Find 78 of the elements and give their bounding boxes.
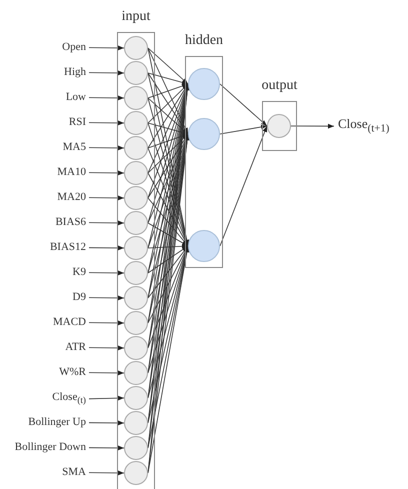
neuron-circle	[124, 286, 148, 310]
arrow	[88, 446, 124, 450]
input-label: Bollinger Down	[14, 441, 86, 454]
neuron-circle	[124, 86, 148, 110]
neuron-circle	[188, 230, 220, 262]
arrow	[88, 470, 124, 476]
input-label: Low	[66, 91, 86, 104]
arrow	[88, 396, 124, 401]
arrow	[148, 134, 188, 174]
neuron-circle	[124, 336, 148, 360]
arrow	[220, 126, 268, 246]
arrow	[88, 220, 124, 226]
input-label: K9	[72, 266, 86, 279]
neuron-circle	[124, 386, 148, 410]
input-label: MA20	[57, 191, 86, 204]
arrow	[88, 296, 124, 300]
arrow	[148, 84, 188, 124]
neuron-circle	[124, 161, 148, 185]
input-label: D9	[72, 291, 86, 304]
neuron-circle	[124, 61, 148, 85]
input-label: W%R	[59, 366, 86, 379]
neuron-circle	[188, 118, 220, 150]
arrow	[88, 46, 124, 50]
neuron-circle	[124, 211, 148, 235]
arrow	[88, 146, 124, 150]
arrow	[88, 170, 124, 176]
arrow	[88, 270, 124, 276]
input-label: BIAS12	[50, 241, 86, 254]
input-label: ATR	[65, 341, 86, 354]
neuron-circle	[124, 361, 148, 385]
arrow	[88, 420, 124, 426]
arrow	[88, 120, 124, 126]
input-label: BIAS6	[55, 216, 86, 229]
arrow	[148, 246, 188, 274]
neuron-circle	[124, 186, 148, 210]
layer-heading: hidden	[184, 33, 224, 49]
arrow	[148, 84, 188, 98]
neuron-circle	[124, 436, 148, 460]
input-label: SMA	[62, 466, 86, 479]
arrow	[290, 124, 334, 129]
neuron-circle	[124, 236, 148, 260]
arrow	[88, 70, 124, 76]
arrow	[88, 96, 124, 100]
neuron-circle	[188, 68, 220, 100]
arrow	[148, 134, 188, 148]
input-label: Open	[62, 41, 86, 54]
arrow	[148, 72, 188, 85]
neuron-circle	[124, 411, 148, 435]
input-label: RSI	[68, 116, 86, 129]
input-label: Bollinger Up	[28, 416, 86, 429]
arrow	[148, 222, 188, 246]
layer-heading: output	[262, 78, 298, 94]
neuron-circle	[124, 36, 148, 60]
input-label: High	[64, 66, 86, 79]
input-label: MA5	[62, 141, 86, 154]
arrow	[220, 124, 268, 134]
neuron-circle	[124, 261, 148, 285]
neuron-circle	[267, 114, 291, 138]
arrow	[148, 98, 188, 134]
arrow	[88, 196, 124, 200]
arrow	[88, 346, 124, 350]
arrow	[88, 370, 124, 376]
neuron-circle	[124, 311, 148, 335]
arrow	[148, 244, 188, 249]
arrow	[148, 122, 188, 135]
arrow	[220, 84, 268, 126]
input-label: MACD	[52, 316, 86, 329]
layer-heading: input	[122, 9, 150, 25]
input-label: MA10	[57, 166, 86, 179]
output-label: Close$_{(t+1)}$	[338, 117, 390, 136]
arrow	[148, 48, 188, 84]
input-label: Close$_{(t)}$	[52, 391, 86, 408]
arrow	[88, 246, 124, 250]
neuron-circle	[124, 111, 148, 135]
arrow	[88, 320, 124, 326]
neuron-circle	[124, 461, 148, 485]
arrow	[148, 48, 188, 134]
neuron-circle	[124, 136, 148, 160]
